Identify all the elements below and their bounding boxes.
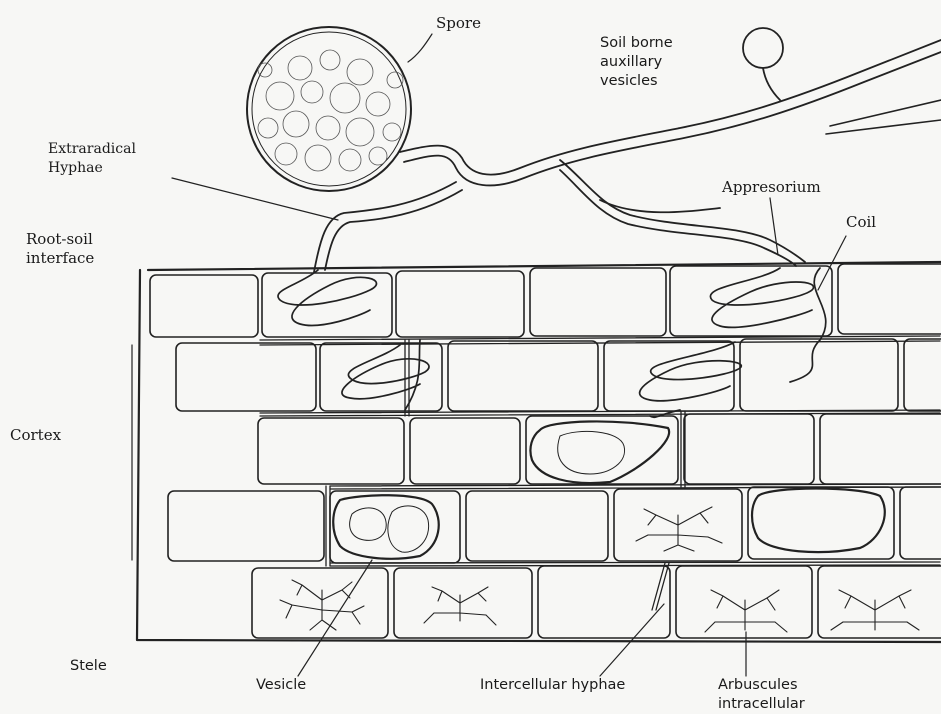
label-appresorium: Appresorium [722, 178, 821, 197]
label-extraradical-hyphae: Extraradical Hyphae [48, 140, 136, 178]
spore-leader [408, 34, 432, 62]
label-intercellular-hyphae: Intercellular hyphae [480, 676, 625, 695]
label-vesicle: Vesicle [256, 676, 306, 695]
label-root-soil-interface: Root-soil interface [26, 230, 94, 268]
leader-lines [172, 34, 846, 676]
label-spore: Spore [436, 14, 481, 33]
label-soil-borne-vesicles: Soil borne auxillary vesicles [600, 34, 673, 91]
label-cortex: Cortex [10, 426, 61, 445]
appresorium-leader [770, 198, 778, 255]
intercellular-leader [600, 604, 664, 676]
label-stele: Stele [70, 657, 107, 676]
cortical-vesicles [333, 421, 885, 558]
label-coil: Coil [846, 213, 876, 232]
arbuscules [280, 507, 919, 632]
vesicle-leader [298, 560, 372, 676]
soil-vesicle-shape [743, 28, 783, 68]
spore-shape [247, 27, 411, 191]
cell-row-2 [176, 339, 941, 411]
cell-row-5 [252, 566, 941, 638]
label-arbuscules: Arbuscules intracellular [718, 676, 805, 714]
cell-row-1 [150, 264, 941, 337]
